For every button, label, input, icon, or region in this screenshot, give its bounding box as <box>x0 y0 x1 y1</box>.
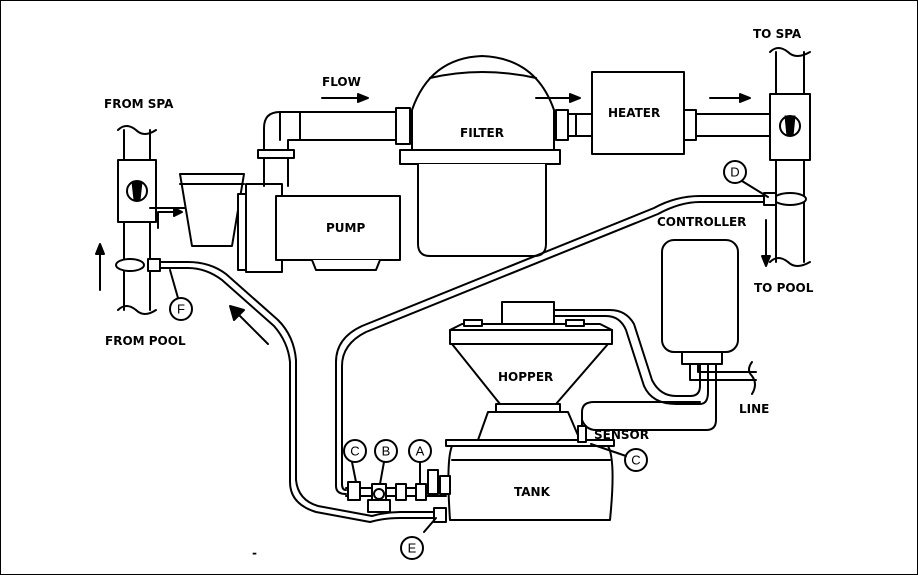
heater-to-spa-pipe <box>683 47 811 267</box>
callout-b <box>374 439 398 463</box>
controller <box>581 239 757 431</box>
sensor-line <box>581 401 701 427</box>
callout-markers <box>169 160 769 560</box>
heater <box>591 71 685 155</box>
callout-letter-c-sensor: C <box>631 453 640 468</box>
hopper-tank <box>445 301 615 521</box>
flow-label: FLOW <box>322 75 361 89</box>
line-label: LINE <box>739 402 769 416</box>
callout-letter-e: E <box>408 541 417 556</box>
left-return-pipe <box>117 125 186 315</box>
filter-label: FILTER <box>460 126 504 140</box>
stray-mark: - <box>252 546 257 560</box>
flow-arrows <box>95 93 771 345</box>
pump-to-filter-pipe <box>263 107 411 151</box>
sensor-label: SENSOR <box>594 428 649 442</box>
callout-c-sensor <box>624 448 648 472</box>
callout-c-valve <box>343 439 367 463</box>
callout-letter-c-valve: C <box>350 444 359 459</box>
callout-f <box>169 297 193 321</box>
callout-letter-f: F <box>177 302 185 317</box>
callout-letters: C B A C D E F <box>177 165 740 556</box>
callout-e <box>400 536 424 560</box>
filter-to-heater-pipe <box>555 109 593 141</box>
callout-letter-d: D <box>730 165 739 180</box>
return-line-e-f <box>115 258 447 523</box>
to-spa-label: TO SPA <box>753 27 802 41</box>
hopper-label: HOPPER <box>498 370 553 384</box>
feed-line-d <box>335 192 807 495</box>
tank-label: TANK <box>514 485 551 499</box>
heater-label: HEATER <box>608 106 660 120</box>
callout-a <box>408 439 432 463</box>
callout-letter-b: B <box>382 444 391 459</box>
pump-assembly <box>179 149 401 273</box>
callout-letter-a: A <box>416 444 425 459</box>
valve-assembly <box>345 461 451 533</box>
controller-label: CONTROLLER <box>657 215 746 229</box>
filter <box>399 55 561 257</box>
from-pool-label: FROM POOL <box>105 334 186 348</box>
component-labels: FLOW FILTER HEATER PUMP CONTROLLER HOPPE… <box>104 27 814 560</box>
from-spa-label: FROM SPA <box>104 97 174 111</box>
to-pool-label: TO POOL <box>754 281 814 295</box>
pump-label: PUMP <box>326 221 365 235</box>
callout-d <box>723 160 747 184</box>
hopper-controller-cable <box>553 309 709 405</box>
